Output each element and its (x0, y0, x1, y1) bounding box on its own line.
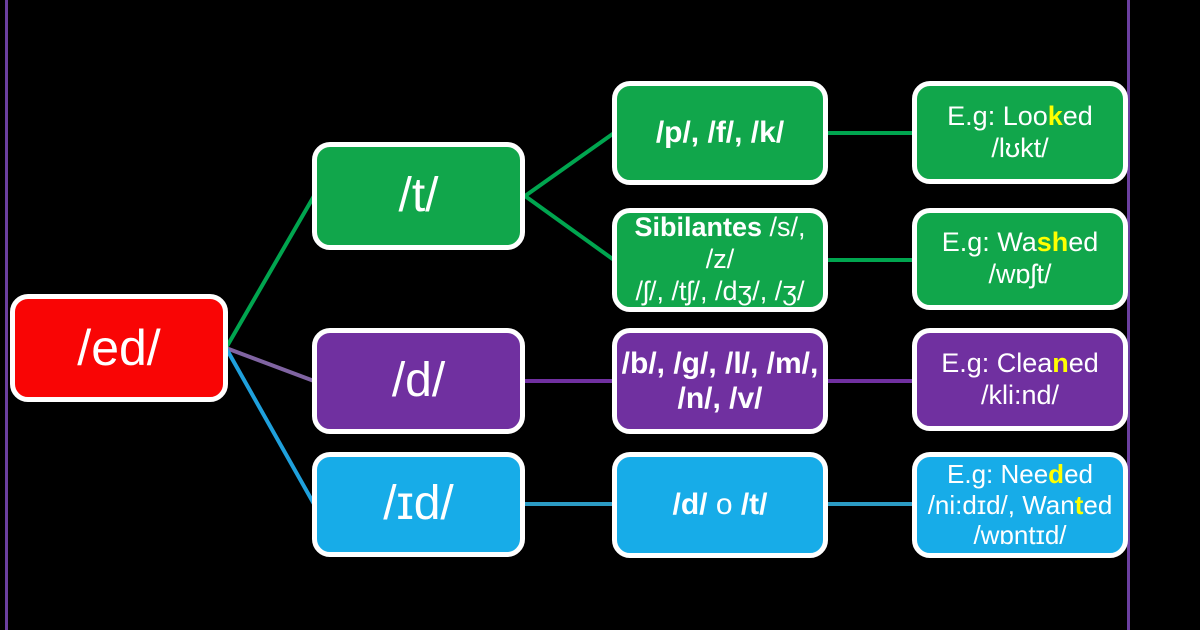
node-id-label: /ɪd/ (383, 477, 454, 531)
phoneme-box-sibilants: Sibilantes /s/, /z/ /ʃ/, /tʃ/, /dʒ/, /ʒ/ (612, 208, 828, 312)
phoneme-box-d-or-t: /d/ o /t/ (612, 452, 828, 558)
left-frame-line (5, 0, 8, 630)
phoneme-box-pfk: /p/, /f/, /k/ (612, 81, 828, 185)
phoneme-box-voiced-line1: /b/, /g/, /l/, /m/, (621, 346, 819, 380)
node-ed-root: /ed/ (10, 294, 228, 402)
example-needed-ipa: /ni:dɪd/, Wanted (927, 489, 1113, 520)
phoneme-box-d-or-t-line: /d/ o /t/ (672, 488, 768, 522)
example-washed-ipa: /wɒʃt/ (988, 259, 1052, 289)
example-box-washed: E.g: Washed /wɒʃt/ (912, 208, 1128, 310)
example-cleaned-ipa: /kli:nd/ (980, 379, 1060, 410)
example-looked-ipa: /lʊkt/ (991, 132, 1049, 163)
example-wanted-ipa: /wɒntɪd/ (973, 520, 1067, 551)
node-ed-label: /ed/ (77, 319, 161, 376)
node-t-label: /t/ (398, 168, 439, 222)
node-d-sound: /d/ (312, 328, 525, 434)
example-looked-word: E.g: Looked (947, 100, 1093, 131)
node-t-sound: /t/ (312, 142, 525, 250)
phoneme-box-sibilants-line1: Sibilantes /s/, /z/ (634, 212, 806, 275)
phoneme-box-voiced-line2: /n/, /v/ (677, 382, 763, 415)
phoneme-box-sibilants-line2: /ʃ/, /tʃ/, /dʒ/, /ʒ/ (635, 275, 805, 306)
example-washed-word: E.g: Washed (941, 227, 1099, 258)
phoneme-box-pfk-line: /p/, /f/, /k/ (655, 116, 785, 150)
node-d-label: /d/ (391, 353, 446, 407)
phoneme-box-voiced: /b/, /g/, /l/, /m/, /n/, /v/ (612, 328, 828, 434)
example-cleaned-word: E.g: Cleaned (941, 347, 1099, 378)
example-box-looked: E.g: Looked /lʊkt/ (912, 81, 1128, 184)
example-needed-word: E.g: Needed (947, 458, 1093, 489)
example-box-cleaned: E.g: Cleaned /kli:nd/ (912, 328, 1128, 431)
node-id-sound: /ɪd/ (312, 452, 525, 557)
right-frame-line (1127, 0, 1130, 630)
example-box-needed-wanted: E.g: Needed /ni:dɪd/, Wanted /wɒntɪd/ (912, 452, 1128, 558)
